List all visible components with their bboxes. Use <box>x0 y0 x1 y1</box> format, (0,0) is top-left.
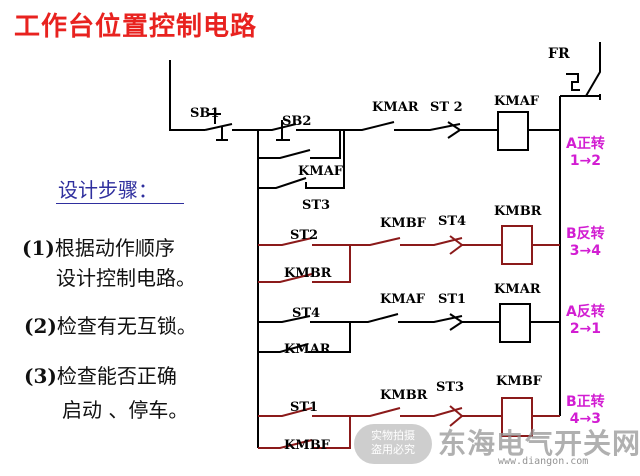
steps-heading-underline <box>56 203 184 204</box>
label-r3-st4: ST4 <box>292 306 321 321</box>
step-2-line1: 检查有无互锁。 <box>56 314 197 338</box>
direction-1-text: A正转 <box>566 136 605 152</box>
watermark-name: 东海电气开关网 <box>438 427 640 460</box>
rung3-wire <box>258 313 500 331</box>
st3-nc-contact <box>258 130 345 189</box>
watermark-url: www.diangon.com <box>498 456 589 467</box>
label-sb1: SB1 <box>190 106 220 121</box>
sb1-actuator <box>209 113 228 141</box>
label-r1-st2: ST 2 <box>430 100 463 115</box>
label-kmaf-hold: KMAF <box>298 164 344 179</box>
step-3-line1: 检查能否正确 <box>56 364 177 388</box>
steps-heading: 设计步骤： <box>58 178 158 202</box>
label-r2-coil: KMBR <box>494 204 542 219</box>
rung4-hold <box>258 416 351 449</box>
direction-2-path: 3→4 <box>569 243 601 259</box>
sb1-contact <box>204 123 233 131</box>
label-r3-kmaf: KMAF <box>380 292 426 307</box>
rung4-wire <box>258 405 502 427</box>
step-1-line2: 设计控制电路。 <box>56 266 196 290</box>
step-2: (2)检查有无互锁。 <box>24 310 197 339</box>
label-r4-coil: KMBF <box>496 374 542 389</box>
label-r1-kmar: KMAR <box>372 100 419 115</box>
direction-1-path: 1→2 <box>569 153 602 169</box>
rung2-hold <box>258 245 351 283</box>
label-sb2: SB2 <box>282 114 312 129</box>
direction-3: A反转 2→1 <box>566 304 605 338</box>
label-r3-st1: ST1 <box>438 292 467 307</box>
rung1-wire <box>340 121 498 139</box>
label-r1-coil: KMAF <box>494 94 540 109</box>
direction-1: A正转 1→2 <box>566 136 605 170</box>
step-2-number: (2) <box>24 314 57 338</box>
label-r4-st1: ST1 <box>290 400 319 415</box>
sb2-contact <box>258 123 297 131</box>
step-3-line2: 启动 、停车。 <box>62 398 189 422</box>
label-r3-kmar-hold: KMAR <box>284 342 331 357</box>
label-r4-st3: ST3 <box>436 380 465 395</box>
watermark-badge-line1: 实物拍摄 <box>371 429 415 442</box>
step-1: (1)根据动作顺序 <box>22 232 175 261</box>
fr-contact <box>560 42 601 100</box>
rung2-wire <box>258 235 502 255</box>
kmaf-hold-contact <box>258 130 341 159</box>
label-r2-st4: ST4 <box>438 214 467 229</box>
label-fr: FR <box>548 46 570 62</box>
label-r4-kmbr: KMBR <box>380 388 428 403</box>
coil-kmar <box>499 303 531 343</box>
step-3-number: (3) <box>24 364 57 388</box>
watermark-badge-line2: 盗用必究 <box>371 443 415 456</box>
direction-4-path: 4→3 <box>569 411 601 427</box>
label-r3-coil: KMAR <box>494 282 541 297</box>
sb2-actuator <box>276 120 340 141</box>
coil-kmaf <box>497 111 529 151</box>
label-r2-st2: ST2 <box>290 228 319 243</box>
watermark: 实物拍摄 盗用必究 东海电气开关网 www.diangon.com <box>348 416 640 476</box>
watermark-badge: 实物拍摄 盗用必究 <box>354 424 432 464</box>
direction-2-text: B反转 <box>566 226 605 242</box>
direction-4: B正转 4→3 <box>566 394 605 428</box>
direction-2: B反转 3→4 <box>566 226 605 260</box>
coil-kmbr <box>501 225 533 265</box>
direction-4-text: B正转 <box>566 394 605 410</box>
step-3: (3)检查能否正确 <box>24 360 177 389</box>
direction-3-path: 2→1 <box>569 321 602 337</box>
direction-3-text: A反转 <box>566 304 605 320</box>
step-1-line1: 根据动作顺序 <box>54 236 175 260</box>
page-title: 工作台位置控制电路 <box>14 12 258 42</box>
label-r4-kmbf-hold: KMBF <box>284 438 330 453</box>
label-r2-kmbr-hold: KMBR <box>284 266 332 281</box>
label-r2-kmbf: KMBF <box>380 216 426 231</box>
left-supply-wire <box>169 60 205 131</box>
step-1-number: (1) <box>22 236 55 260</box>
label-st3-top: ST3 <box>302 198 331 213</box>
rung3-hold <box>258 322 351 353</box>
